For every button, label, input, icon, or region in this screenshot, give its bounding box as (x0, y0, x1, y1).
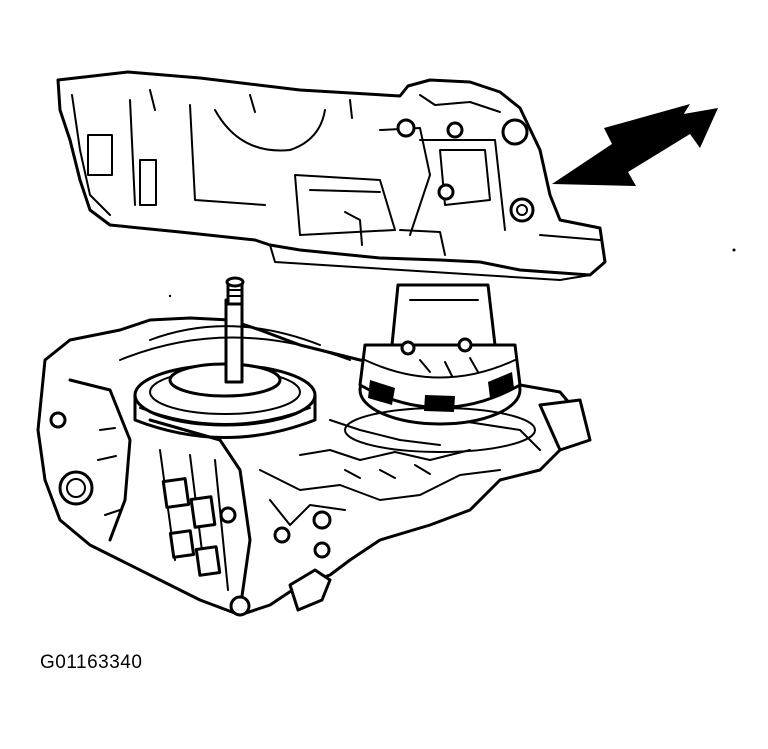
gear-drum-assembly (119, 276, 351, 439)
pointer-arrow-icon (552, 104, 718, 186)
figure-id-label: G01163340 (40, 652, 143, 673)
clutch-housing (344, 283, 536, 453)
transaxle-cover (56, 70, 607, 281)
